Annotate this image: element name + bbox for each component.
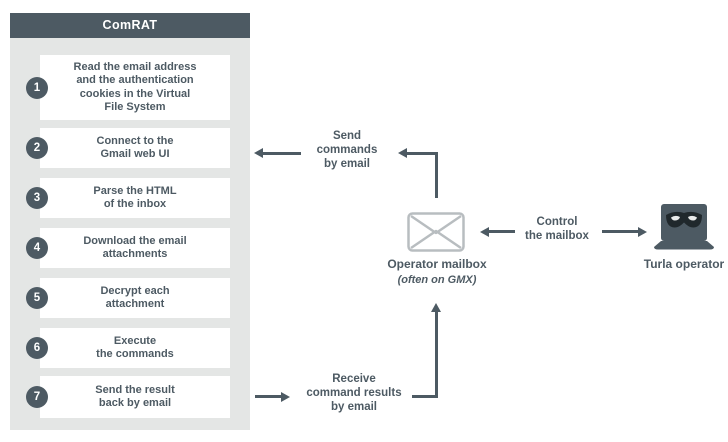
arrow-control-to-operator-line (602, 230, 638, 233)
step-5: 5 Decrypt each attachment (26, 278, 230, 318)
operator-mailbox-label: Operator mailbox (387, 257, 487, 271)
step-5-text: Decrypt each attachment (100, 284, 170, 311)
step-6-number: 6 (26, 337, 48, 359)
arrow-comrat-to-receive-head-icon (281, 392, 290, 402)
step-1-text: Read the email address and the authentic… (73, 60, 197, 114)
arrow-control-to-mailbox-line (489, 230, 515, 233)
turla-operator-label: Turla operator (643, 257, 725, 271)
step-1-number: 1 (26, 76, 48, 99)
step-4-text: Download the email attachments (83, 234, 187, 261)
send-commands-label: Send commands by email (316, 130, 378, 170)
step-7-text: Send the result back by email (95, 383, 175, 410)
step-6: 6 Execute the commands (26, 328, 230, 368)
step-4: 4 Download the email attachments (26, 228, 230, 268)
operator-mailbox-note: (often on GMX) (397, 274, 477, 286)
receive-results-label: Receive command results by email (306, 373, 402, 413)
step-2-number: 2 (26, 137, 48, 159)
arrow-send-to-comrat-line (263, 152, 301, 155)
envelope-icon (407, 212, 465, 252)
control-mailbox-label: Control the mailbox (525, 216, 589, 242)
step-3-number: 3 (26, 187, 48, 209)
step-2: 2 Connect to the Gmail web UI (26, 128, 230, 168)
step-5-number: 5 (26, 287, 48, 309)
step-6-text: Execute the commands (96, 334, 174, 361)
arrow-send-to-comrat-head-icon (254, 148, 263, 158)
step-4-number: 4 (26, 237, 48, 259)
masked-laptop-icon (654, 204, 714, 250)
arrow-mailbox-to-send-vline (435, 152, 438, 198)
panel-title: ComRAT (10, 13, 250, 38)
step-1: 1 Read the email address and the authent… (26, 55, 230, 120)
step-2-text: Connect to the Gmail web UI (96, 134, 174, 161)
step-7-number: 7 (26, 386, 48, 408)
arrow-receive-to-mailbox-vline (435, 312, 438, 398)
step-3: 3 Parse the HTML of the inbox (26, 178, 230, 218)
arrow-receive-to-mailbox-head-icon (431, 303, 441, 312)
arrow-receive-to-mailbox-hline (412, 395, 438, 398)
arrow-control-to-operator-head-icon (638, 227, 647, 237)
arrow-comrat-to-receive-line (255, 395, 281, 398)
arrow-mailbox-to-send-hline (407, 152, 438, 155)
arrow-mailbox-to-send-head-icon (398, 148, 407, 158)
step-7: 7 Send the result back by email (26, 376, 230, 418)
comrat-panel: ComRAT 1 Read the email address and the … (10, 13, 250, 430)
arrow-control-to-mailbox-head-icon (480, 227, 489, 237)
step-3-text: Parse the HTML of the inbox (93, 184, 177, 211)
